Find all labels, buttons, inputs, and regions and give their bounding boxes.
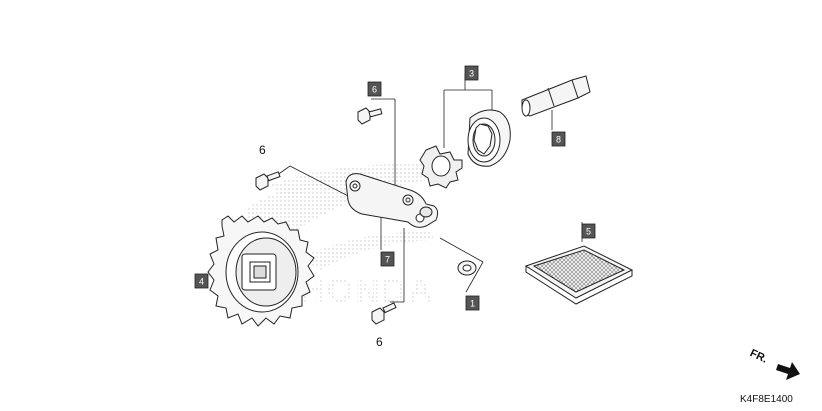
pump-plate [345,173,439,228]
callout-tag-7 [380,251,395,267]
callout-label-5: 5 [586,227,591,237]
direction-label: FR. [748,347,769,365]
watermark-text: HONDA [300,272,435,310]
callout-tag-3 [464,65,479,81]
bolt-top [357,107,383,125]
leader-lines [272,74,583,303]
bolt-bottom [371,302,397,325]
callout-label-6a: 6 [372,85,377,95]
bolt-left [255,171,281,191]
front-direction-arrow [776,362,800,380]
washer [457,260,477,276]
inner-rotor [419,145,463,189]
outer-rotor [467,109,511,167]
callout-label-8: 8 [556,135,561,145]
callout-tag-5 [581,223,596,239]
callout-number-6c: 6 [376,335,383,349]
callout-tag-1 [465,295,480,311]
callout-number-6b: 6 [259,143,266,157]
pump-shaft [521,75,591,117]
callout-tag-6a [367,81,382,97]
driven-gear [207,215,315,327]
callout-tag-4 [194,273,209,289]
honda-watermark: HONDA [245,164,440,310]
strainer-screen [524,245,634,305]
callout-tag-8 [551,131,566,147]
callout-label-1: 1 [470,299,475,309]
diagram-code: K4F8E1400 [740,394,793,405]
callout-label-7: 7 [385,255,390,265]
callout-layer: 1 3 4 5 6 6 6 7 8 [194,65,596,349]
callout-label-4: 4 [199,277,204,287]
callout-label-3: 3 [469,69,474,79]
